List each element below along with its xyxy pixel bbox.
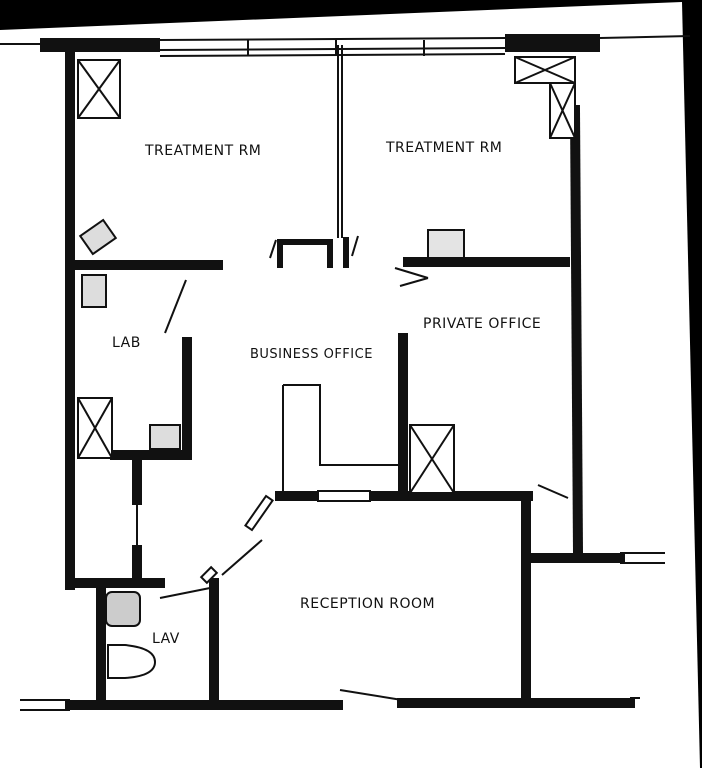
label-treatment-right: TREATMENT RM (385, 140, 502, 156)
lav-sink (105, 591, 141, 627)
label-reception: RECEPTION ROOM (300, 596, 435, 612)
toilet (107, 644, 157, 679)
fixtures (77, 56, 576, 679)
label-lav: LAV (152, 631, 180, 647)
label-lab: LAB (112, 335, 141, 351)
sink (149, 424, 181, 450)
label-business-office: BUSINESS OFFICE (250, 347, 373, 362)
walls (20, 40, 665, 711)
doors (136, 267, 569, 701)
sink (427, 229, 465, 259)
counter (282, 384, 400, 502)
label-private-office: PRIVATE OFFICE (423, 316, 541, 332)
label-treatment-left: TREATMENT RM (144, 143, 261, 159)
cabinets-x (77, 56, 576, 494)
sink (78, 218, 118, 256)
sink (81, 274, 107, 308)
center-partition (269, 235, 359, 268)
